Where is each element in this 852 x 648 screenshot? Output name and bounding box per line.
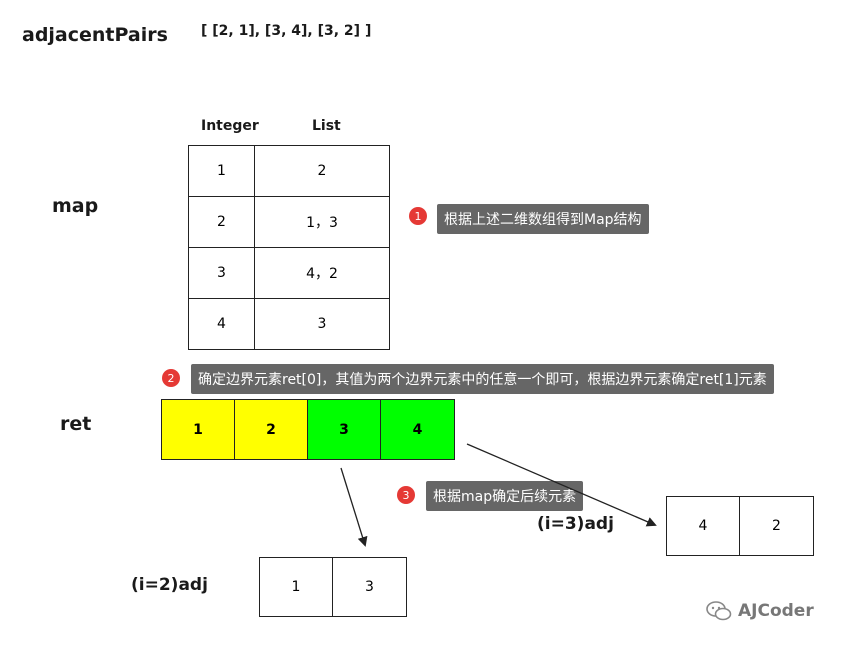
arrow-to-adj-i3 (466, 443, 657, 527)
table-row: 4 3 (188, 298, 390, 350)
adj-i2-label: (i=2)adj (131, 575, 208, 595)
adj-cell: 2 (772, 518, 781, 534)
note-badge-3: 3 (397, 486, 415, 504)
table-row: 2 1，3 (188, 196, 390, 248)
map-header-list: List (312, 118, 341, 134)
map-label: map (52, 195, 99, 217)
adj-i3-array: 4 2 (666, 496, 814, 556)
adj-cell: 3 (365, 579, 374, 595)
map-key: 4 (188, 298, 255, 350)
ret-label: ret (60, 413, 92, 435)
map-value: 1，3 (254, 196, 390, 248)
adj-cell: 1 (260, 558, 333, 616)
note-1: 根据上述二维数组得到Map结构 (437, 204, 649, 234)
map-header-integer: Integer (201, 118, 259, 134)
table-row: 3 4，2 (188, 247, 390, 299)
ret-array: 1 2 3 4 (161, 399, 455, 460)
map-value: 3 (254, 298, 390, 350)
adj-cell: 4 (667, 497, 740, 555)
ret-cell: 4 (381, 400, 454, 459)
pairs-name-label: adjacentPairs (22, 24, 168, 46)
note-badge-1: 1 (409, 207, 427, 225)
arrow-to-adj-i2 (340, 467, 368, 547)
ret-cell: 2 (235, 400, 308, 459)
adj-i2-array: 1 3 (259, 557, 407, 617)
map-table: 1 2 2 1，3 3 4，2 4 3 (188, 145, 390, 350)
note-2: 确定边界元素ret[0]，其值为两个边界元素中的任意一个即可，根据边界元素确定r… (191, 364, 774, 394)
map-value: 4，2 (254, 247, 390, 299)
ret-cell: 3 (308, 400, 381, 459)
wechat-icon (706, 601, 732, 621)
adj-i3-label: (i=3)adj (537, 514, 614, 534)
note-3: 根据map确定后续元素 (426, 481, 584, 511)
note-badge-2: 2 (162, 369, 180, 387)
ret-cell: 1 (162, 400, 235, 459)
pairs-value: [ [2, 1], [3, 4], [3, 2] ] (201, 23, 372, 39)
watermark-text: AJCoder (738, 601, 814, 621)
map-key: 1 (188, 145, 255, 197)
watermark: AJCoder (706, 601, 814, 621)
